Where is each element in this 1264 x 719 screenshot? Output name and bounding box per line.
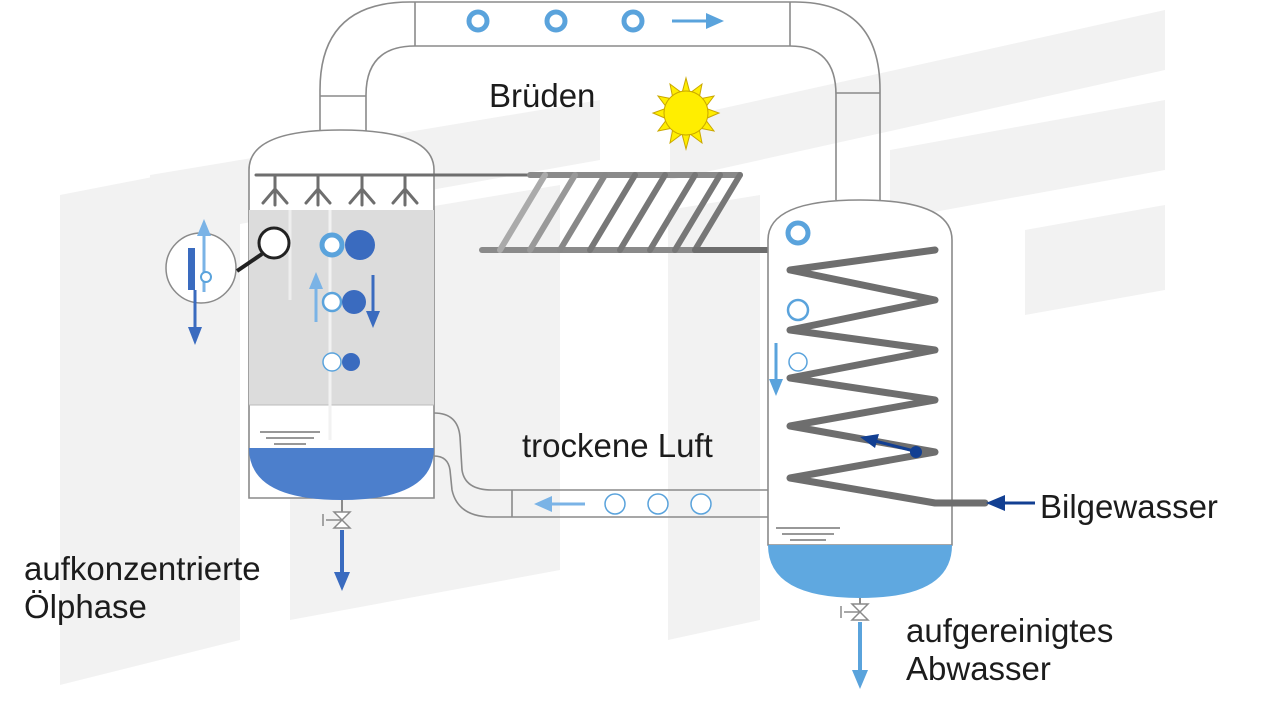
cooling-coil — [786, 246, 989, 507]
magnifier-icon — [235, 226, 291, 273]
vapour-bubbles — [466, 9, 645, 33]
column-flow-arrows — [309, 272, 380, 328]
column-droplets — [319, 230, 375, 372]
concentrate-outflow-arrow — [334, 530, 350, 591]
spray-nozzles — [254, 173, 532, 207]
oil-phase-label-line2: Ölphase — [24, 588, 147, 625]
condenser-droplets — [785, 220, 811, 372]
bilge-water-label: Bilgewasser — [1040, 488, 1218, 525]
bilge-inlet-arrow — [986, 495, 1035, 511]
clean-water-outlet-valve — [840, 598, 870, 621]
clean-water-label: aufgereinigtes Abwasser — [906, 612, 1113, 688]
coil-flow-arrow — [860, 434, 922, 458]
dry-air-flow-arrow — [534, 496, 585, 512]
vapour-label: Brüden — [489, 77, 596, 114]
dry-air-bubbles — [604, 493, 712, 515]
dry-air-label: trockene Luft — [522, 427, 713, 464]
concentrate-outlet-valve — [322, 500, 352, 529]
dry-air-pipe — [433, 412, 768, 518]
clean-water-label-line1: aufgereinigtes — [906, 612, 1114, 649]
vapour-pipe — [319, 1, 881, 200]
oil-phase-label: aufkonzentrierte Ölphase — [24, 550, 261, 626]
clean-water-label-line2: Abwasser — [906, 650, 1051, 687]
condensate-flow-arrow — [769, 343, 783, 396]
clean-water-outflow-arrow — [852, 622, 868, 689]
magnifier-detail — [165, 219, 237, 345]
sun-icon — [651, 76, 721, 151]
vapour-flow-arrow — [672, 13, 724, 29]
oil-phase-label-line1: aufkonzentrierte — [24, 550, 261, 587]
